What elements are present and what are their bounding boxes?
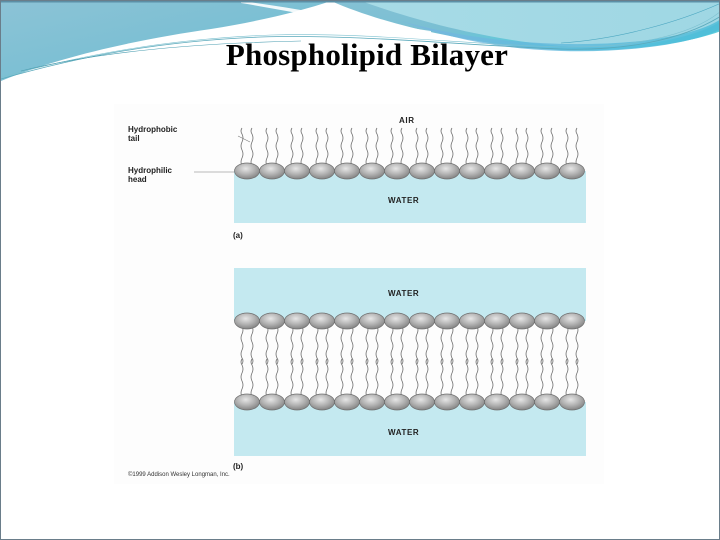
panel-a-water xyxy=(234,171,586,223)
panel-b-inner-leaflet xyxy=(235,359,585,410)
header-wave-decoration xyxy=(1,1,719,81)
panel-b-outer-leaflet xyxy=(235,313,585,364)
panel-b-top-water xyxy=(234,268,586,321)
panel-a-monolayer xyxy=(235,128,585,179)
panel-b-bottom-water-label: WATER xyxy=(388,428,420,437)
panel-a-label: (a) xyxy=(233,231,243,240)
panel-a-water-label: WATER xyxy=(388,196,420,205)
panel-b-label: (b) xyxy=(233,462,244,471)
panel-b-top-water-label: WATER xyxy=(388,289,420,298)
hydrophobic-tail-label: Hydrophobic tail xyxy=(128,125,178,143)
panel-a-air-label: AIR xyxy=(399,116,415,125)
phospholipid-diagram xyxy=(194,104,586,456)
slide-title: Phospholipid Bilayer xyxy=(225,37,509,72)
hydrophilic-head-label: Hydrophilic head xyxy=(128,166,173,184)
copyright-notice: ©1999 Addison Wesley Longman, Inc. xyxy=(128,472,230,478)
phospholipid-figure: Hydrophobic tail Hydrophilic head AIR WA… xyxy=(114,104,604,484)
panel-b-bottom-water xyxy=(234,402,586,456)
